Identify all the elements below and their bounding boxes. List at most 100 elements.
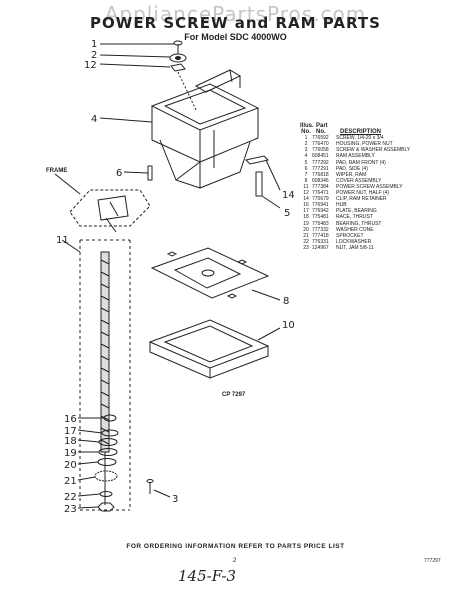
illus-number: 5 [304,159,308,166]
part-description: SCREW, 1/4-20 x 3/4 [336,135,384,142]
part-number: 777384 [312,183,329,190]
illus-number: 19 [303,220,309,227]
jam-nut-part [97,502,115,512]
part-number: 777291 [312,165,329,172]
part-description: HOUSING, POWER NUT [336,141,393,148]
header-no-1: No. [301,129,311,136]
cp-label: CP 7297 [222,392,246,398]
part-number: 777292 [312,159,329,166]
cover-assembly-part [150,247,270,299]
screw-part [173,40,183,54]
power-screw-assembly-part [79,239,131,511]
illus-number: 16 [303,202,309,209]
callout-19: 19 [64,448,77,459]
ram-front-pad-part [255,171,263,197]
part-description: RACE, THRUST [336,214,373,221]
illus-number: 12 [303,190,309,197]
part-description: CLIP, RAM RETAINER [336,196,387,203]
table-header-row-2: No. No. DESCRIPTION [300,129,471,135]
callout-20: 20 [64,460,77,471]
illus-number: 11 [303,183,309,190]
part-number: 124967 [312,244,329,251]
callout-21: 21 [64,476,77,487]
callout-16: 16 [64,414,77,425]
frame-part [69,189,151,233]
sprocket-part [94,470,118,482]
part-description: NUT, JAM 5/8-11 [336,244,374,251]
callout-10: 10 [282,320,295,331]
callout-14: 14 [282,190,295,201]
callout-18: 18 [64,436,77,447]
header-illus: Illus. [300,123,314,129]
pan-part [148,319,270,379]
lockwasher-part [99,491,113,497]
callout-12: 12 [84,60,97,71]
page-number: 2 [233,558,237,564]
table-row: 8 608346 COVER ASSEMBLY [300,178,471,184]
watermark: AppliancePartsPros.com [104,2,367,26]
illus-number: 21 [303,232,309,239]
part-description: RAM ASSEMBLY [336,153,375,160]
part-description: HUB [336,202,347,209]
callout-23: 23 [64,504,77,515]
illus-number: 14 [303,196,309,203]
part-number: 608451 [312,153,329,160]
table-row: 5 777292 PAD, RAM FRONT (4) [300,160,471,166]
callout-17: 17 [64,426,77,437]
table-row: 4 608451 RAM ASSEMBLY [300,153,471,159]
part-description: BEARING, THRUST [336,220,382,227]
power-nut-housing-part [169,53,187,63]
ordering-info-footer: FOR ORDERING INFORMATION REFER TO PARTS … [126,543,345,550]
illus-number: 7 [304,171,308,178]
illus-number: 6 [304,165,308,172]
illus-number: 23 [303,244,309,251]
part-number: 776941 [312,202,329,209]
part-number: 608346 [312,177,329,184]
part-number: 777418 [312,232,329,239]
part-description: COVER ASSEMBLY [336,177,382,184]
callout-8: 8 [283,296,289,307]
handwritten-note: 145-F-3 [178,567,237,585]
part-description: WIPER, RAM [336,171,367,178]
part-number: 776331 [312,238,329,245]
callout-4: 4 [91,114,97,125]
illus-number: 8 [304,177,308,184]
part-number: 776470 [312,141,329,148]
callout-5: 5 [284,208,290,219]
part-description: SPROCKET [336,232,364,239]
part-description: POWER SCREW ASSEMBLY [336,183,403,190]
part-number: 777332 [312,226,329,233]
illus-number: 20 [303,226,309,233]
callout-1: 1 [91,39,97,50]
screw-washer-part [146,479,154,494]
part-number: 775481 [312,214,329,221]
table-header-row-1: Illus. Part [300,123,471,129]
callout-22: 22 [64,492,77,503]
washer-cone-part [97,458,117,466]
ram-assembly-part [150,69,260,189]
side-pad-part [147,165,153,181]
part-description: SCREW & WASHER ASSEMBLY [336,147,411,154]
illus-number: 4 [304,153,308,160]
illus-number: 2 [304,141,308,148]
part-number: 775483 [312,220,329,227]
part-number: 775679 [312,196,329,203]
part-description: PAD, RAM FRONT (4) [336,159,386,166]
